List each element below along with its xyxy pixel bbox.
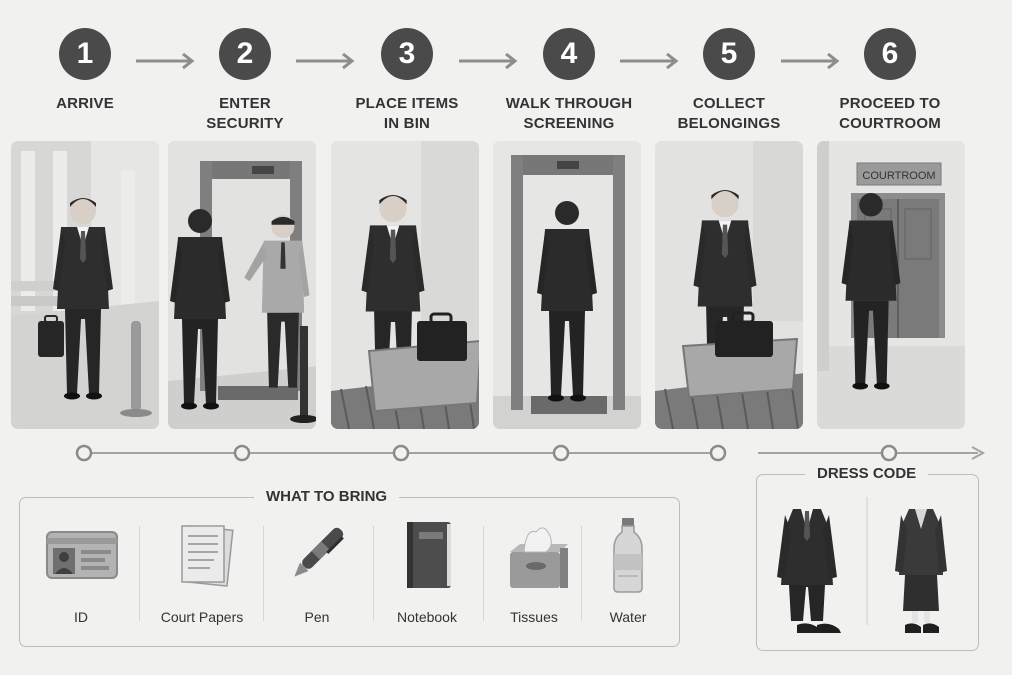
- mens-suit-icon: [777, 509, 841, 633]
- step-2-label: ENTER SECURITY: [206, 95, 284, 132]
- item-water: Water: [578, 518, 678, 633]
- step-3: 3 PLACE ITEMS IN BIN: [332, 28, 482, 134]
- step-2: 2 ENTER SECURITY: [170, 28, 320, 134]
- step-5-label: COLLECT BELONGINGS: [677, 95, 781, 132]
- item-tissues-label: Tissues: [510, 609, 558, 625]
- notebook-icon: [407, 522, 451, 588]
- water-bottle-icon: [613, 518, 643, 593]
- step-1-number-badge: 1: [59, 28, 111, 80]
- arrive-illustration: [11, 141, 159, 429]
- what-to-bring-section: WHAT TO BRING ID Court Papers: [19, 488, 680, 647]
- divider: [581, 526, 582, 621]
- womens-suit-icon: [895, 509, 947, 633]
- divider: [373, 526, 374, 621]
- item-id: ID: [31, 518, 131, 633]
- item-pen: Pen: [267, 518, 367, 633]
- timeline-dot: [552, 444, 570, 462]
- step-6: 6 PROCEED TO COURTROOM: [815, 28, 965, 134]
- timeline-arrow-icon: [971, 446, 986, 460]
- tissues-icon: [510, 527, 568, 588]
- arrow-right-icon: [781, 53, 839, 69]
- item-notebook-label: Notebook: [397, 609, 457, 625]
- step-6-number-badge: 6: [864, 28, 916, 80]
- enter-security-illustration: [168, 141, 316, 429]
- divider: [483, 526, 484, 621]
- step-5: 5 COLLECT BELONGINGS: [654, 28, 804, 134]
- item-tissues: Tissues: [484, 518, 584, 633]
- timeline-dot: [233, 444, 251, 462]
- timeline-dot: [392, 444, 410, 462]
- item-court-papers: Court Papers: [152, 518, 252, 633]
- step-4-number-badge: 4: [543, 28, 595, 80]
- papers-icon: [181, 525, 234, 587]
- step-4: 4 WALK THROUGH SCREENING: [494, 28, 644, 134]
- item-notebook: Notebook: [377, 518, 477, 633]
- collect-belongings-illustration: [655, 141, 803, 429]
- item-pen-label: Pen: [304, 609, 330, 625]
- panel-walk-through: [493, 141, 641, 429]
- panel-arrive: [11, 141, 159, 429]
- place-items-illustration: [331, 141, 479, 429]
- arrow-right-icon: [620, 53, 678, 69]
- timeline-dot: [709, 444, 727, 462]
- panel-collect-belongings: [655, 141, 803, 429]
- timeline: [75, 444, 986, 462]
- panel-enter-security: [168, 141, 316, 429]
- divider: [263, 526, 264, 621]
- courtroom-illustration: COURTROOM: [817, 141, 965, 429]
- what-to-bring-title: WHAT TO BRING: [254, 488, 400, 505]
- arrow-right-icon: [136, 53, 194, 69]
- item-water-label: Water: [609, 609, 647, 625]
- item-id-label: ID: [74, 609, 88, 625]
- dress-code-title: DRESS CODE: [805, 465, 929, 482]
- divider: [139, 526, 140, 621]
- panel-proceed-courtroom: COURTROOM: [817, 141, 965, 429]
- step-6-label: PROCEED TO COURTROOM: [839, 95, 941, 132]
- step-1: 1 ARRIVE: [10, 28, 160, 114]
- step-1-label: ARRIVE: [56, 95, 114, 112]
- courtroom-sign: COURTROOM: [862, 170, 935, 182]
- step-3-label: PLACE ITEMS IN BIN: [355, 95, 459, 132]
- timeline-dot: [880, 444, 898, 462]
- panel-place-items: [331, 141, 479, 429]
- arrow-right-icon: [296, 53, 354, 69]
- id-card-icon: [46, 531, 118, 579]
- step-4-label: WALK THROUGH SCREENING: [505, 95, 633, 132]
- step-2-number-badge: 2: [219, 28, 271, 80]
- dress-code-illustration: [777, 497, 947, 633]
- dress-code-section: DRESS CODE: [756, 465, 979, 651]
- item-court-papers-label: Court Papers: [160, 609, 244, 625]
- walk-through-illustration: [493, 141, 641, 429]
- step-3-number-badge: 3: [381, 28, 433, 80]
- timeline-dot: [75, 444, 93, 462]
- arrow-right-icon: [459, 53, 517, 69]
- steps-header: 1 ARRIVE 2 ENTER SECURITY 3 PLACE ITEMS …: [0, 0, 1012, 140]
- pen-icon: [294, 527, 344, 577]
- step-5-number-badge: 5: [703, 28, 755, 80]
